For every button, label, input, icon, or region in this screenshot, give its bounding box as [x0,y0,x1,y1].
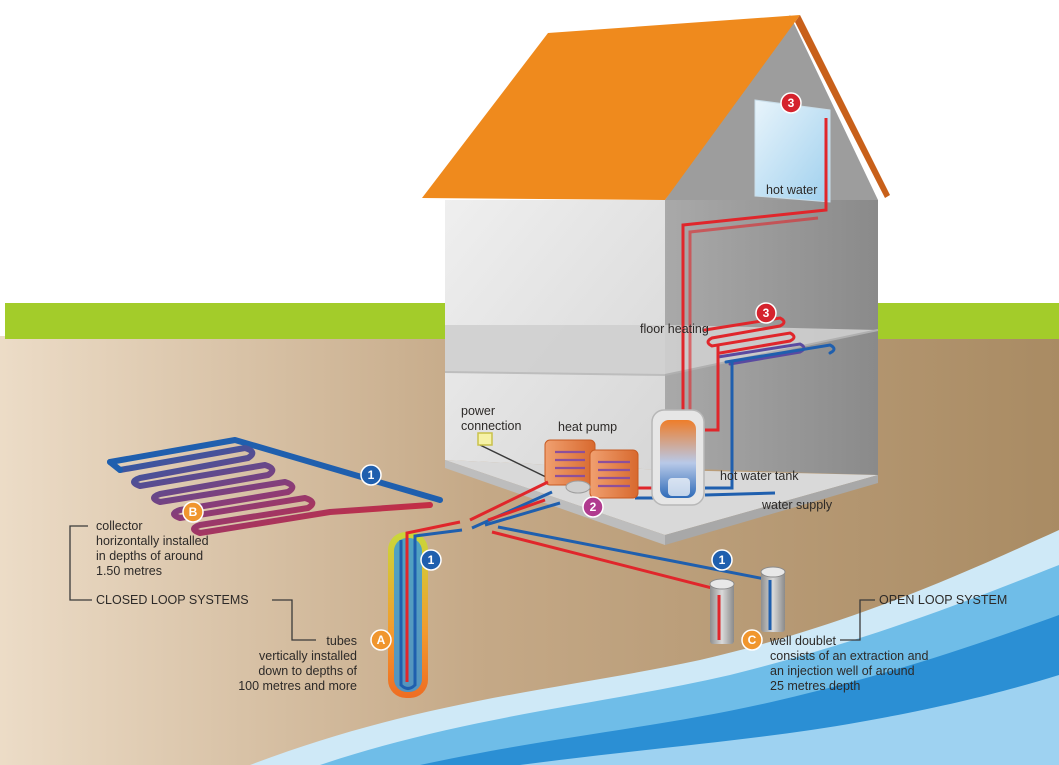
label-well-line4: 25 metres depth [770,679,860,693]
hot-water-riser-pipe [681,118,828,420]
heat-pump [544,439,639,499]
badge-2-heat-pump: 2 [582,496,604,518]
badge-a-probe: A [370,629,392,651]
label-well-line2: consists of an extraction and [770,649,928,663]
badge-b-collector: B [182,501,204,523]
badge-1-collector: 1 [360,464,382,486]
badge-1-probe: 1 [420,549,442,571]
window [754,99,831,203]
label-collector-line1: collector [96,519,143,533]
label-hot-water: hot water [766,183,817,197]
label-tubes-line3: down to depths of [258,664,357,678]
label-collector-line3: in depths of around [96,549,203,563]
water-supply-pipe [704,491,776,497]
label-floor-heating: floor heating [640,322,709,336]
label-well-line1: well doublet [769,634,837,648]
svg-text:B: B [189,505,198,519]
groundwater-band [520,675,1059,765]
indoor-pipes [479,118,828,500]
roof-edge [795,15,890,198]
vertical-ground-probe [388,532,428,698]
label-tubes-line4: 100 metres and more [238,679,357,693]
svg-text:3: 3 [763,306,770,320]
label-tubes-line2: vertically installed [259,649,357,663]
svg-text:3: 3 [788,96,795,110]
label-power-connection-line1: power [461,404,495,418]
label-heat-pump: heat pump [558,420,617,434]
floor-heating-coil [703,316,836,366]
well-doublet [709,566,786,644]
hot-water-tank [651,409,705,506]
label-closed-loop-systems: CLOSED LOOP SYSTEMS [96,593,249,607]
floor-heating-return-pipe [705,360,734,490]
svg-text:2: 2 [590,500,597,514]
power-socket-icon [477,432,493,446]
svg-text:A: A [377,633,386,647]
label-tubes-line1: tubes [326,634,357,648]
roof [422,15,800,200]
svg-text:1: 1 [428,553,435,567]
label-well-line3: an injection well of around [770,664,915,678]
badge-1-well: 1 [711,549,733,571]
badge-3-floor-heating: 3 [755,302,777,324]
label-collector-line4: 1.50 metres [96,564,162,578]
leader-lines [69,525,875,641]
label-power-connection-line2: connection [461,419,522,433]
svg-text:C: C [748,633,757,647]
badge-3-hot-water: 3 [780,92,802,114]
label-water-supply: water supply [761,498,833,512]
svg-text:1: 1 [719,553,726,567]
floor-heating-supply-pipe [705,345,720,432]
svg-text:1: 1 [368,468,375,482]
label-open-loop-system: OPEN LOOP SYSTEM [879,593,1007,607]
power-cable [479,444,549,479]
label-collector-line2: horizontally installed [96,534,209,548]
badge-c-well: C [741,629,763,651]
label-hot-water-tank: hot water tank [720,469,799,483]
